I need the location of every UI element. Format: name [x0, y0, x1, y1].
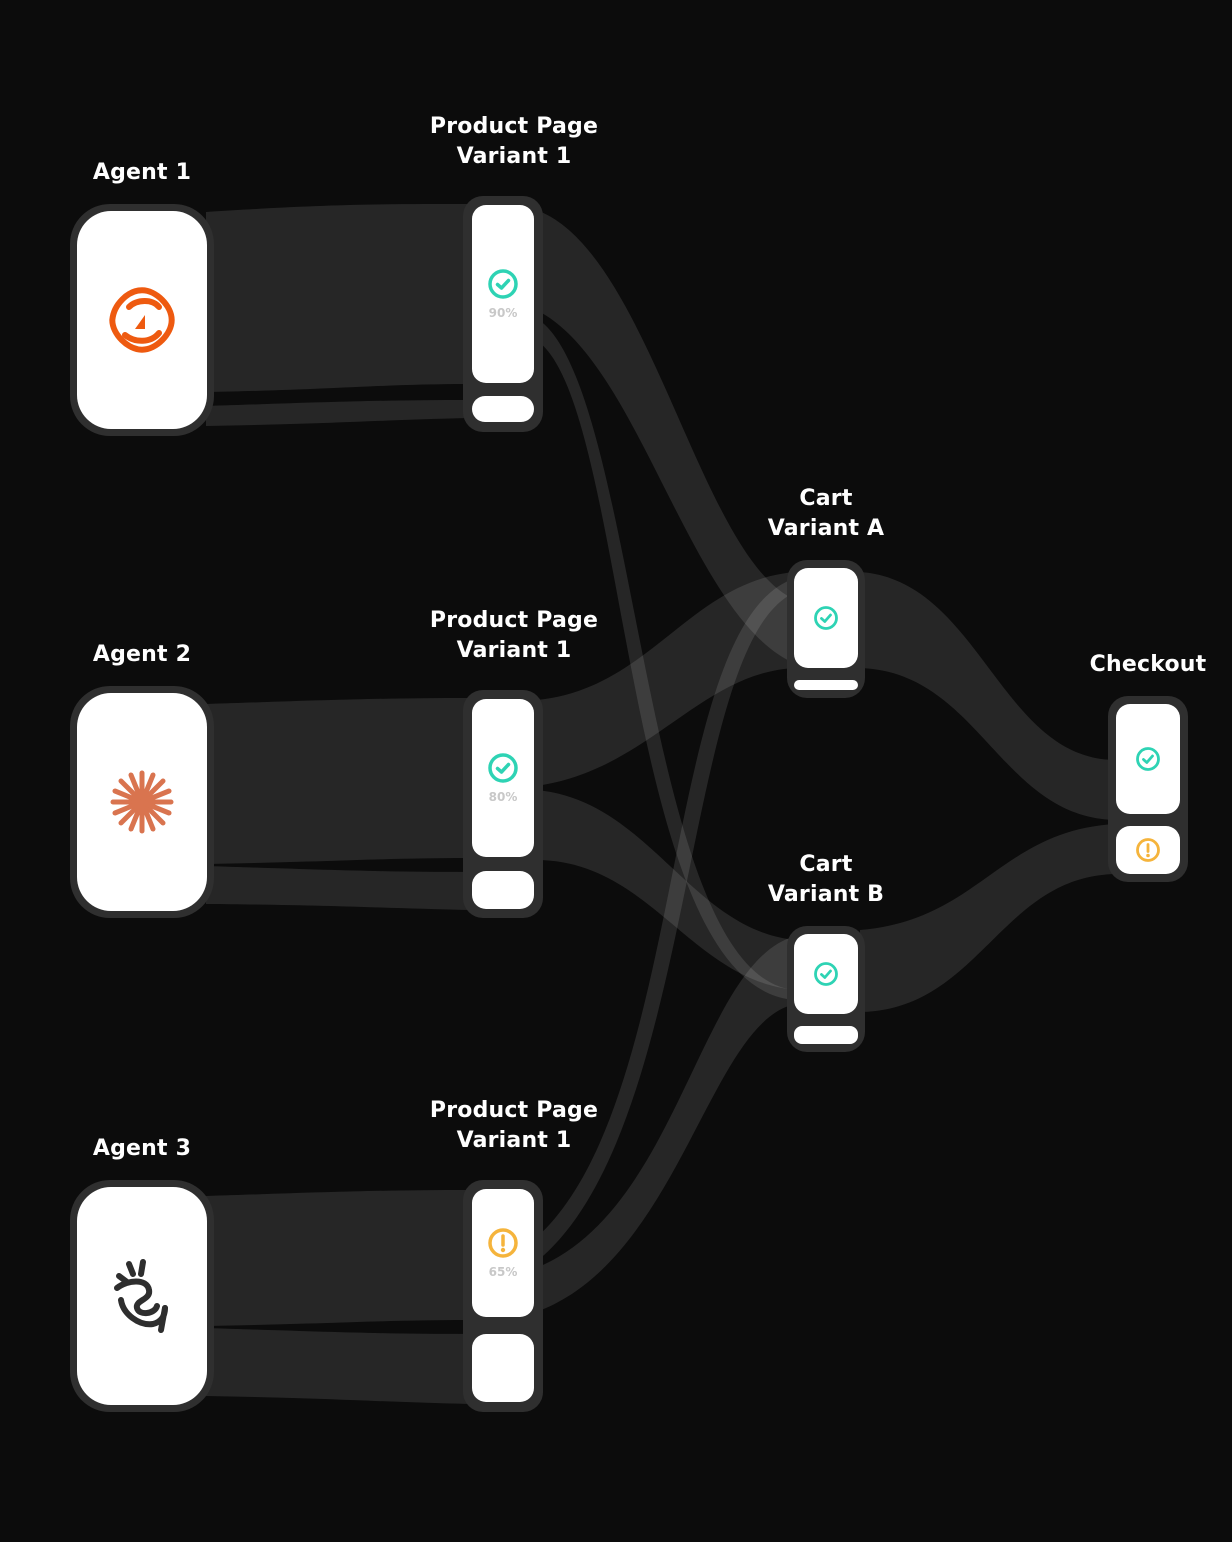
check-circle-icon [488, 753, 518, 783]
flow-cartB-to-checkout [860, 824, 1116, 1012]
agent-1-label: Agent 1 [92, 160, 192, 185]
agent-3-label: Agent 3 [92, 1136, 192, 1161]
cart-b-success-segment [794, 934, 858, 1014]
cart-b-dropoff-segment [794, 1026, 858, 1044]
cart-a-node[interactable] [787, 560, 865, 698]
flow-agent1-to-product1-dropoff [206, 400, 470, 426]
checkout-success-segment [1116, 704, 1180, 814]
product-page-2-node[interactable]: 80% [463, 690, 543, 918]
product-page-3-percent: 65% [488, 1265, 518, 1279]
squiggle-logo-icon [114, 1259, 168, 1333]
starburst-logo-icon [110, 770, 174, 834]
checkout-warning-segment [1116, 826, 1180, 874]
agent-3-card[interactable] [70, 1180, 214, 1412]
agent-2-card-face [77, 693, 207, 911]
flow-product3-to-cartA [536, 578, 796, 1262]
checkout-label: Checkout [1089, 652, 1207, 677]
product-page-1-success-segment: 90% [472, 205, 534, 383]
check-circle-icon [1136, 747, 1160, 771]
agent-3-card-face [77, 1187, 207, 1405]
product-page-2-percent: 80% [488, 790, 518, 804]
check-circle-icon [488, 269, 518, 299]
flow-product2-to-cartA [536, 572, 796, 786]
product-page-1-label: Product Page Variant 1 [429, 114, 599, 169]
product-page-2-success-segment: 80% [472, 699, 534, 857]
product-page-1-node[interactable]: 90% [463, 196, 543, 432]
checkout-node[interactable] [1108, 696, 1188, 882]
cart-a-success-segment [794, 568, 858, 668]
product-page-3-warning-segment: 65% [472, 1189, 534, 1317]
flow-agent1-to-product1 [206, 204, 470, 392]
agent-2-label: Agent 2 [92, 642, 192, 667]
agent-1-card[interactable] [70, 204, 214, 436]
check-circle-icon [814, 962, 838, 986]
flow-product2-to-cartB [536, 790, 796, 990]
flow-product1-to-cartA [536, 210, 796, 664]
product-page-2-label: Product Page Variant 1 [429, 608, 599, 663]
check-circle-icon [814, 606, 838, 630]
cart-b-node[interactable] [787, 926, 865, 1052]
flow-agent2-to-product2 [206, 698, 470, 864]
warning-circle-icon [488, 1228, 518, 1258]
cart-b-label: Cart Variant B [767, 852, 885, 907]
warning-circle-icon [1136, 838, 1160, 862]
flow-cartA-to-checkout [860, 572, 1116, 820]
product-page-2-dropoff-segment [472, 871, 534, 909]
product-page-1-dropoff-segment [472, 396, 534, 422]
flow-agent3-to-product3-dropoff [206, 1328, 470, 1404]
flow-agent2-to-product2-dropoff [206, 866, 470, 910]
cart-a-label: Cart Variant A [767, 486, 885, 541]
cart-a-dropoff-segment [794, 680, 858, 690]
flow-product3-to-cartB [536, 936, 796, 1312]
orbit-logo-icon [109, 287, 175, 353]
agent-1-card-face [77, 211, 207, 429]
agent-2-card[interactable] [70, 686, 214, 918]
flow-agent3-to-product3 [206, 1190, 470, 1326]
product-page-3-label: Product Page Variant 1 [429, 1098, 599, 1153]
product-page-3-dropoff-segment [472, 1334, 534, 1402]
product-page-1-percent: 90% [488, 306, 518, 320]
product-page-3-node[interactable]: 65% [463, 1180, 543, 1412]
flow-product1-to-cartB [536, 318, 796, 1000]
